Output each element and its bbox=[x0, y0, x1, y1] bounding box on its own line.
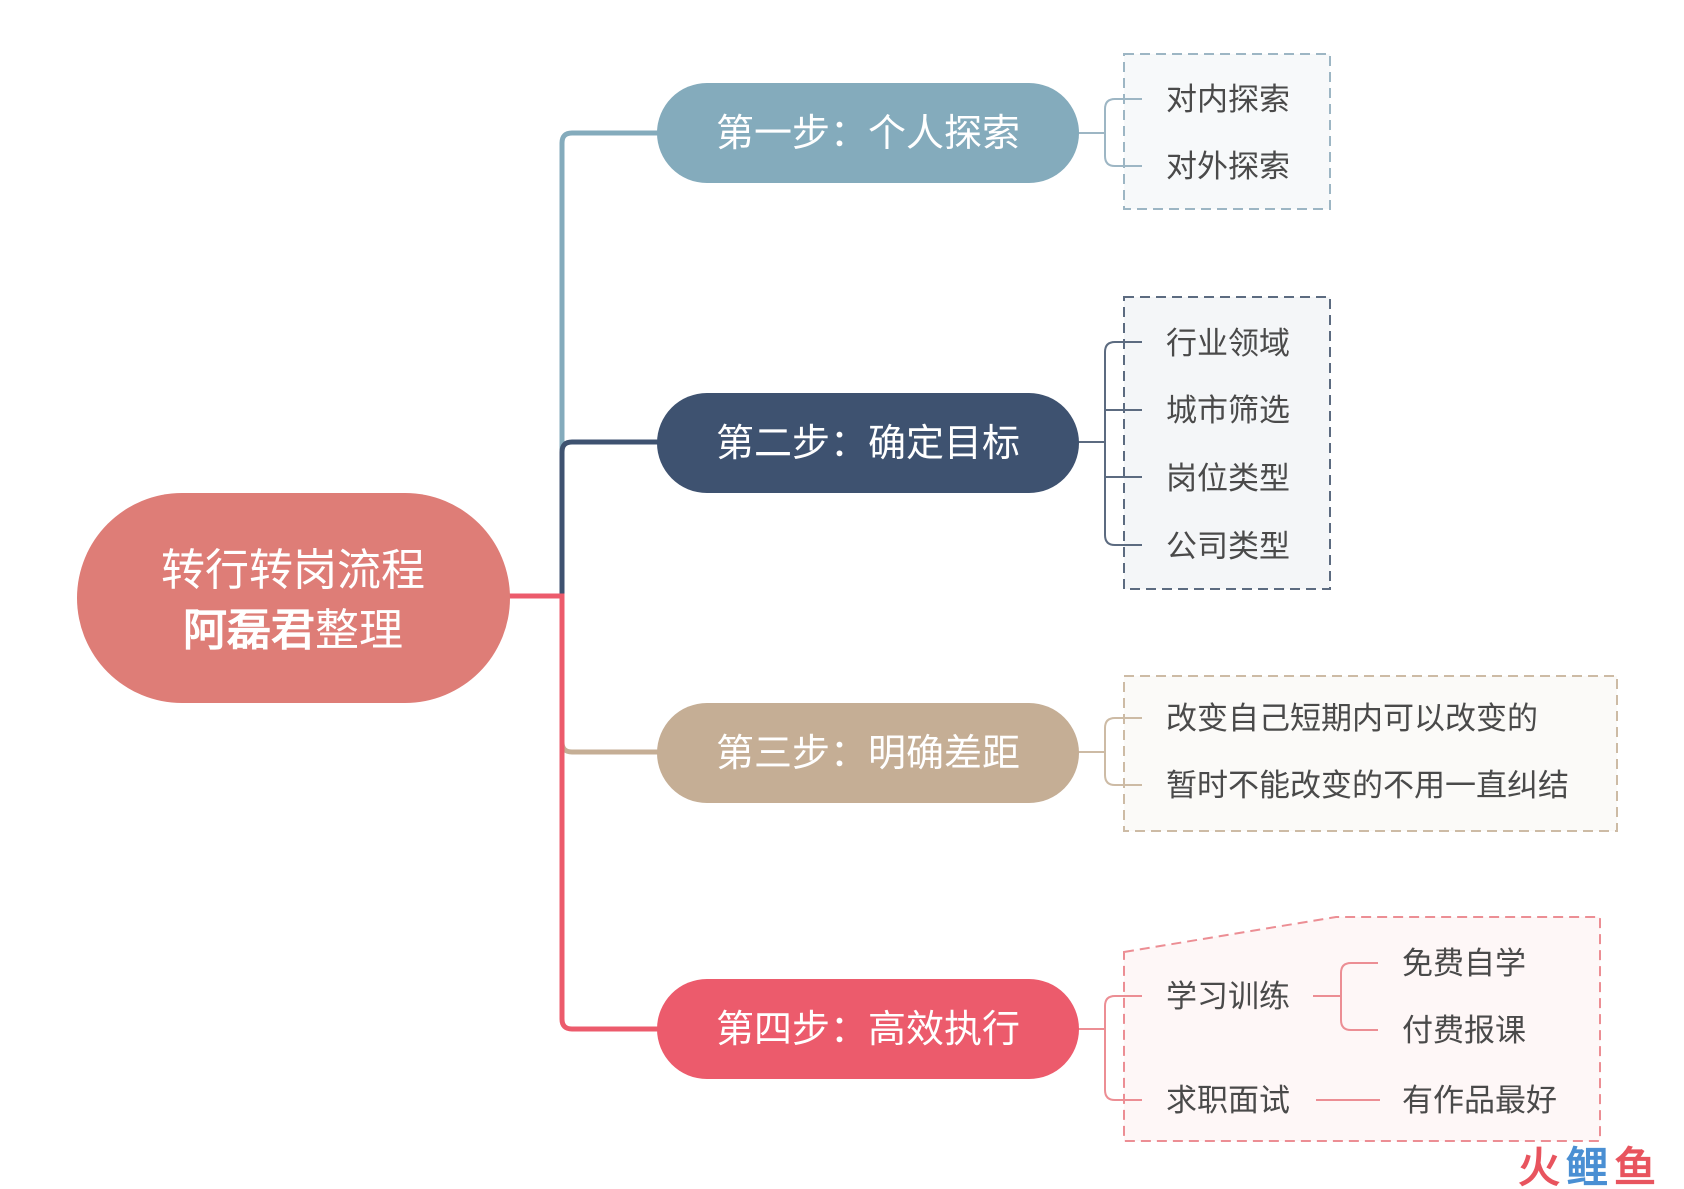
step-1: 第一步：个人探索 对内探索 对外探索 bbox=[657, 53, 1331, 210]
step-2-item-4[interactable]: 公司类型 bbox=[1166, 529, 1290, 565]
watermark-char-3: 鱼 bbox=[1614, 1143, 1656, 1189]
root-node[interactable]: 转行转岗流程 阿磊君整理 bbox=[77, 493, 510, 703]
root-subtitle-rest: 整理 bbox=[315, 605, 403, 656]
watermark-char-1: 火 bbox=[1518, 1143, 1560, 1189]
step-3-node[interactable]: 第三步：明确差距 bbox=[657, 703, 1079, 803]
connector-step-2 bbox=[559, 439, 663, 613]
step-4-bracket bbox=[1078, 995, 1142, 1101]
step-2-item-3[interactable]: 岗位类型 bbox=[1166, 461, 1290, 497]
step-4-group-2[interactable]: 求职面试 bbox=[1166, 1083, 1290, 1119]
step-3-item-1[interactable]: 改变自己短期内可以改变的 bbox=[1166, 701, 1538, 737]
step-2-box bbox=[1123, 296, 1331, 590]
connector-step-1 bbox=[559, 130, 663, 453]
root-subtitle: 阿磊君整理 bbox=[183, 605, 403, 656]
step-1-node[interactable]: 第一步：个人探索 bbox=[657, 83, 1079, 183]
step-4-group-2-item-1[interactable]: 有作品最好 bbox=[1402, 1083, 1557, 1119]
step-1-item-2[interactable]: 对外探索 bbox=[1166, 149, 1290, 185]
step-2-label: 第二步：确定目标 bbox=[716, 421, 1020, 465]
step-4-group-1[interactable]: 学习训练 bbox=[1166, 979, 1290, 1015]
watermark-char-2: 鲤 bbox=[1566, 1143, 1608, 1189]
step-4: 第四步：高效执行 学习训练 求职面试 免费自学 付费报课 有作品最好 bbox=[657, 916, 1601, 1142]
step-1-label: 第一步：个人探索 bbox=[716, 111, 1020, 155]
step-3-box bbox=[1123, 675, 1618, 832]
step-2-bracket bbox=[1078, 341, 1142, 546]
connector-step-4 bbox=[502, 593, 663, 1032]
root-title: 转行转岗流程 bbox=[161, 545, 425, 596]
step-4-node[interactable]: 第四步：高效执行 bbox=[657, 979, 1079, 1079]
step-3-bracket bbox=[1078, 717, 1142, 786]
watermark-logo: 火 鲤 鱼 bbox=[1518, 1143, 1656, 1189]
step-3: 第三步：明确差距 改变自己短期内可以改变的 暂时不能改变的不用一直纠结 bbox=[657, 675, 1618, 832]
step-1-bracket bbox=[1078, 98, 1142, 167]
step-2-item-1[interactable]: 行业领域 bbox=[1166, 326, 1290, 362]
step-4-group-1-item-1[interactable]: 免费自学 bbox=[1402, 946, 1526, 982]
connector-step-3 bbox=[559, 697, 663, 755]
step-3-label: 第三步：明确差距 bbox=[716, 731, 1020, 775]
step-2: 第二步：确定目标 行业领域 城市筛选 岗位类型 公司类型 bbox=[657, 296, 1331, 590]
step-1-item-1[interactable]: 对内探索 bbox=[1166, 82, 1290, 118]
step-3-item-2[interactable]: 暂时不能改变的不用一直纠结 bbox=[1166, 768, 1569, 804]
step-2-node[interactable]: 第二步：确定目标 bbox=[657, 393, 1079, 493]
step-1-box bbox=[1123, 53, 1331, 210]
step-4-sub-bracket bbox=[1313, 962, 1380, 1101]
step-4-group-1-item-2[interactable]: 付费报课 bbox=[1402, 1013, 1526, 1049]
root-author: 阿磊君 bbox=[183, 605, 315, 656]
step-4-label: 第四步：高效执行 bbox=[716, 1007, 1020, 1051]
root-connectors bbox=[502, 130, 663, 1032]
step-2-item-2[interactable]: 城市筛选 bbox=[1166, 393, 1290, 429]
